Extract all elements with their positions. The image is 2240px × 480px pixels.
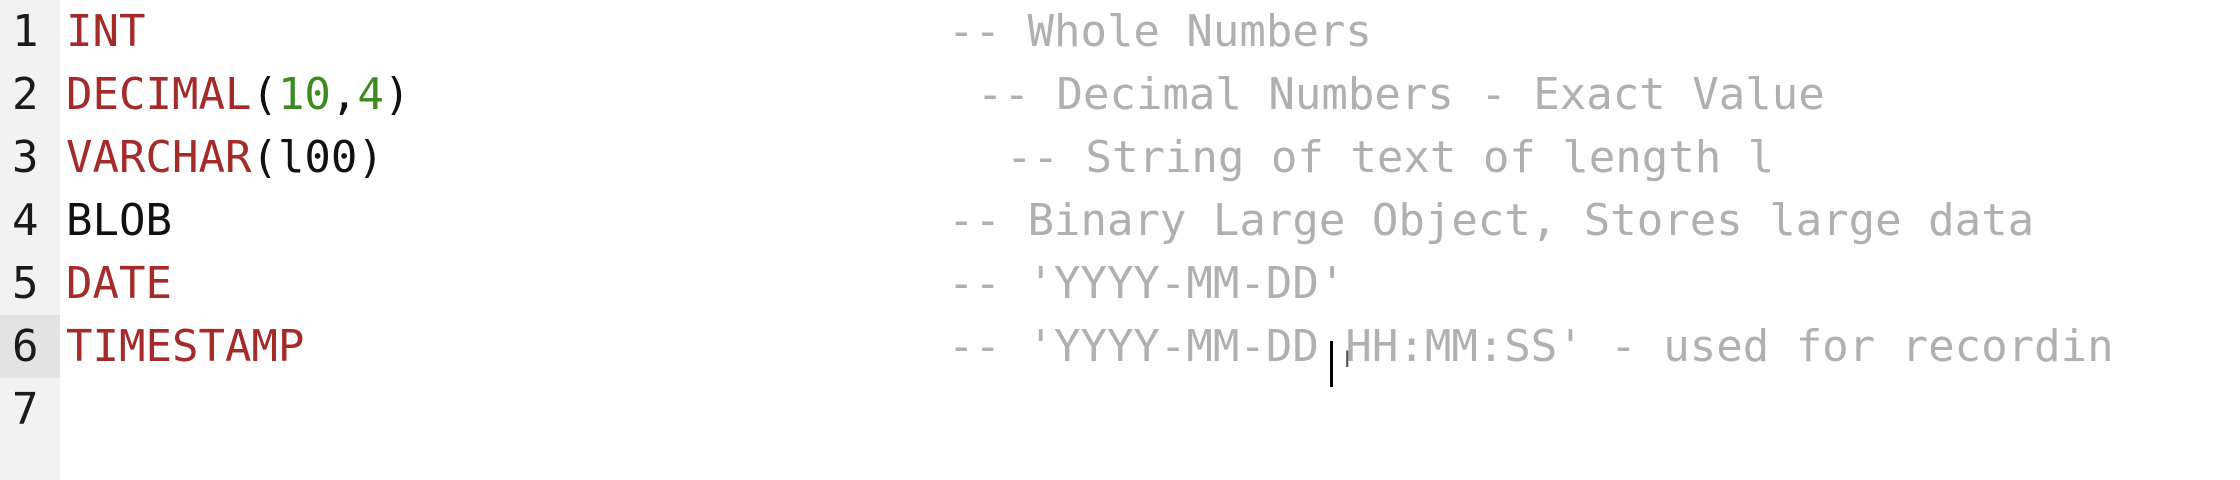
line-number: 1 <box>12 6 39 57</box>
code-comment: -- Binary Large Object, Stores large dat… <box>948 195 2035 246</box>
code-line-active[interactable]: 6 TIMESTAMP -- 'YYYY-MM-DD HH:MM:SS' - u… <box>0 315 2240 378</box>
number-literal: 10 <box>277 69 331 120</box>
line-number: 7 <box>12 384 39 435</box>
open-paren: ( <box>251 132 278 183</box>
code-text[interactable]: BLOB <box>66 189 172 252</box>
line-number: 3 <box>12 132 39 183</box>
code-comment: -- Decimal Numbers - Exact Value <box>977 69 1825 120</box>
code-text[interactable]: VARCHAR(l00) <box>66 126 384 189</box>
code-line[interactable]: 2 DECIMAL(10,4) -- Decimal Numbers - Exa… <box>0 63 2240 126</box>
code-line[interactable]: 1 INT -- Whole Numbers <box>0 0 2240 63</box>
ibeam-cursor-icon: I <box>1344 348 1351 373</box>
code-comment: -- String of text of length l <box>1006 132 1775 183</box>
code-comment: -- Whole Numbers <box>948 6 1372 57</box>
code-line[interactable]: 7 <box>0 378 2240 441</box>
sql-keyword: BLOB <box>66 195 172 246</box>
comma: , <box>330 69 358 120</box>
sql-keyword: DATE <box>66 258 172 309</box>
code-line[interactable]: 3 VARCHAR(l00) -- String of text of leng… <box>0 126 2240 189</box>
code-line[interactable]: 4 BLOB -- Binary Large Object, Stores la… <box>0 189 2240 252</box>
line-number: 4 <box>12 195 39 246</box>
sql-keyword: TIMESTAMP <box>66 321 305 372</box>
code-line[interactable]: 5 DATE -- 'YYYY-MM-DD' <box>0 252 2240 315</box>
code-comment: -- 'YYYY-MM-DD HH:MM:SS' - used for reco… <box>948 321 2114 372</box>
close-paren: ) <box>357 132 384 183</box>
open-paren: ( <box>251 69 278 120</box>
code-comment: -- 'YYYY-MM-DD' <box>948 258 1346 309</box>
length-argument: l00 <box>277 132 358 183</box>
code-text[interactable]: DATE <box>66 252 172 315</box>
sql-keyword: DECIMAL <box>66 69 252 120</box>
sql-keyword: INT <box>66 6 146 57</box>
line-number: 6 <box>0 315 60 378</box>
number-literal: 4 <box>357 69 384 120</box>
line-number: 5 <box>12 258 39 309</box>
code-text[interactable]: DECIMAL(10,4) <box>66 63 410 126</box>
code-text[interactable]: TIMESTAMP <box>66 315 304 378</box>
sql-keyword: VARCHAR <box>66 132 252 183</box>
close-paren: ) <box>383 69 411 120</box>
line-number: 2 <box>12 69 39 120</box>
text-caret <box>1330 341 1333 387</box>
line-number-gutter <box>0 0 60 480</box>
code-text[interactable]: INT <box>66 0 145 63</box>
